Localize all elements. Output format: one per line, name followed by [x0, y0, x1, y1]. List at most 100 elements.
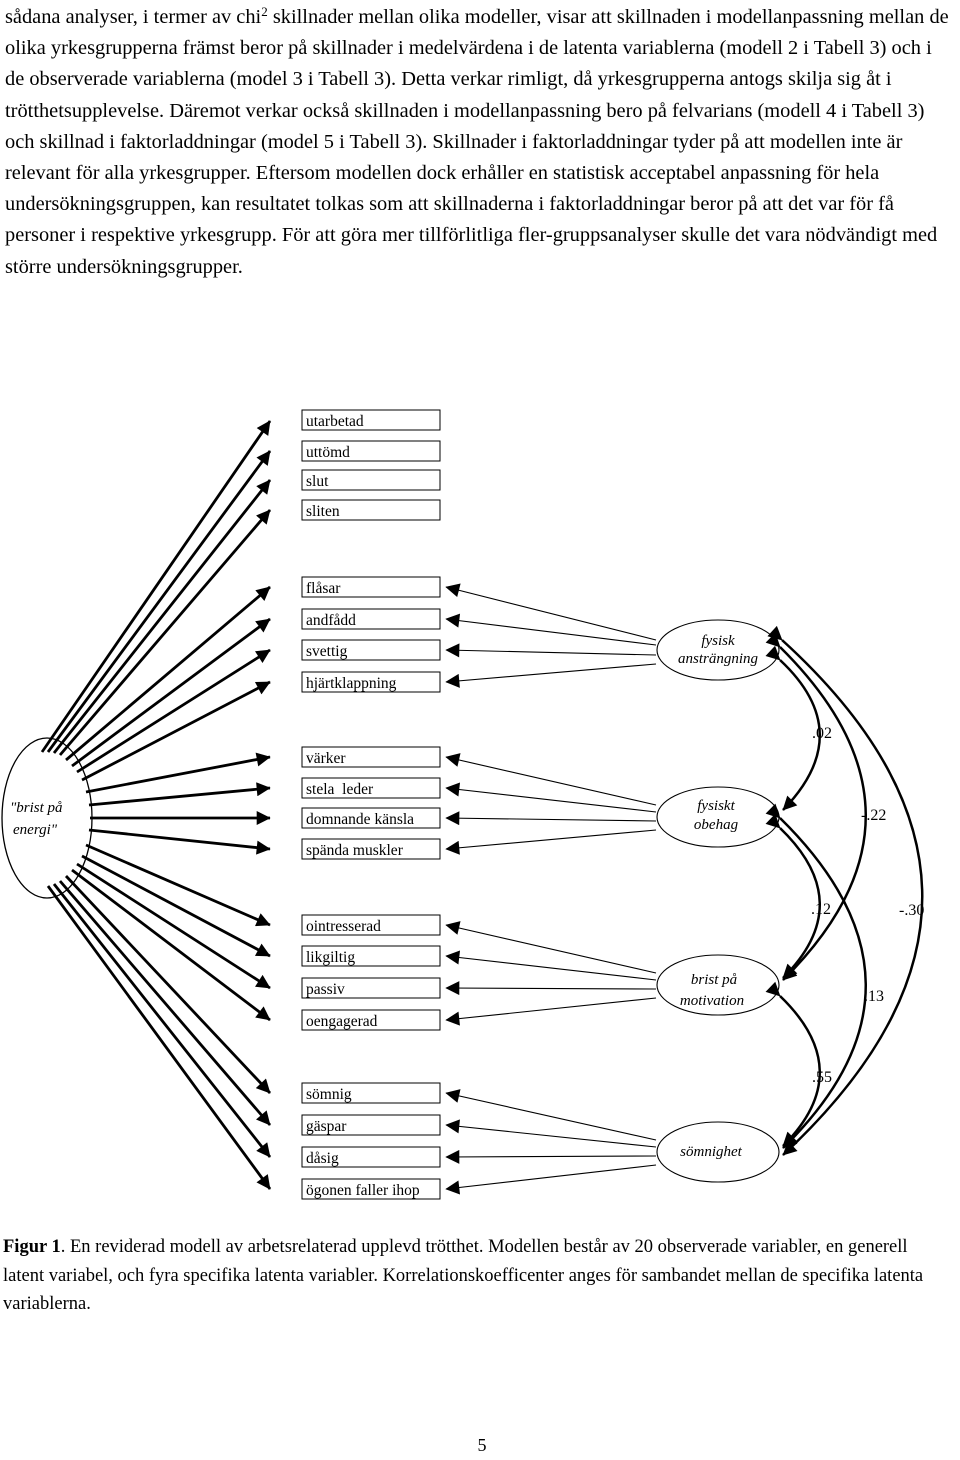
latent-label: brist på [691, 972, 737, 988]
indicator-label: utarbetad [306, 413, 364, 430]
caption-label: Figur 1 [3, 1237, 61, 1257]
loading-arrow-specific [445, 829, 657, 855]
latent-fysisk-anstrangning [656, 619, 780, 681]
loading-arrow-varker [85, 752, 271, 794]
caption-text: . En reviderad modell av arbetsrelaterad… [3, 1237, 924, 1314]
loading-arrow-specific [445, 981, 657, 996]
loading-arrow-specific [445, 663, 657, 688]
superscript-2: 2 [261, 4, 268, 19]
indicator-label: ointresserad [306, 918, 381, 935]
specific-factor-labels: fysisk ansträngning fysiskt obehag brist… [678, 633, 759, 1160]
page-number: 5 [477, 1435, 487, 1455]
loading-arrow-specific [445, 583, 657, 641]
indicator-box [301, 409, 441, 431]
correlation-curve-13 [765, 803, 867, 1149]
paragraph-start: sådana analyser, i termer av chi [5, 6, 262, 28]
latent-label: obehag [694, 817, 739, 833]
loading-arrow-slut [52, 479, 272, 754]
latent-label: sömnighet [680, 1144, 742, 1160]
indicator-box [301, 1178, 441, 1200]
indicator-label: ögonen faller ihop [306, 1182, 420, 1199]
indicator-label: flåsar [306, 580, 341, 597]
loading-arrow-gaspar [58, 880, 272, 1126]
indicator-label: hjärtklappning [306, 675, 397, 692]
indicator-label: sliten [306, 503, 340, 520]
general-loadings [40, 420, 272, 1190]
indicator-label: oengagerad [306, 1013, 378, 1030]
factor-model-diagram: "brist på energi" [1, 409, 924, 1200]
indicator-label: stela leder [306, 781, 374, 798]
loading-arrow-specific [445, 753, 657, 806]
general-factor-label-1: "brist på [10, 800, 63, 816]
loading-arrow-specific [445, 1119, 657, 1148]
indicator-box [301, 1114, 441, 1136]
indicator-labels: utarbetad uttömd slut sliten flåsar andf… [306, 413, 420, 1199]
loading-arrow-ointresserad [85, 843, 271, 927]
indicator-label: dåsig [306, 1150, 339, 1167]
indicator-label: värker [306, 750, 346, 767]
correlation-value: -.30 [899, 902, 924, 919]
loading-arrow-specific [445, 1089, 657, 1141]
general-factor-label-2: energi" [13, 822, 58, 838]
indicator-box [301, 671, 441, 693]
correlation-curve-minus22 [765, 632, 867, 981]
correlation-values: .02 -.22 .12 -.30 .13 .55 [811, 725, 924, 1086]
figure-caption: Figur 1. En reviderad modell av arbetsre… [3, 1233, 953, 1319]
loading-arrow-somnig [64, 875, 272, 1094]
indicator-label: gäspar [306, 1118, 347, 1135]
correlation-value: .55 [812, 1069, 832, 1086]
loading-arrow-specific [445, 811, 657, 826]
loading-arrow-specific [445, 643, 657, 658]
indicator-box [301, 576, 441, 598]
indicator-boxes [301, 409, 441, 1200]
correlation-value: -.22 [861, 807, 886, 824]
indicator-box [301, 639, 441, 661]
indicator-box [301, 499, 441, 521]
loading-arrow-specific [445, 950, 657, 981]
latent-label: fysiskt [697, 798, 735, 814]
latent-label: ansträngning [678, 651, 759, 667]
indicator-box [301, 746, 441, 768]
latent-label: motivation [680, 993, 744, 1009]
loading-arrow-specific [445, 921, 657, 974]
indicator-box [301, 914, 441, 936]
loading-arrow-oengagerad [71, 868, 271, 1022]
specific-factors [656, 619, 780, 1183]
correlation-value: .13 [864, 988, 884, 1005]
loading-arrow-uttomd [46, 450, 272, 753]
correlation-curve-minus30 [767, 625, 924, 1156]
indicator-label: spända muskler [306, 842, 404, 859]
indicator-box [301, 777, 441, 799]
loading-arrow-ogonen-faller-ihop [46, 885, 272, 1190]
indicator-box [301, 469, 441, 491]
indicator-box [301, 945, 441, 967]
loading-arrow-svettig [76, 648, 271, 774]
indicator-label: passiv [306, 981, 345, 998]
loading-arrow-passiv [76, 862, 271, 990]
loading-arrow-specific [445, 1149, 657, 1164]
loading-arrow-specific [445, 997, 657, 1026]
loading-arrow-andfadd [71, 617, 271, 768]
correlation-value: .02 [812, 725, 832, 742]
loading-arrow-sliten [58, 509, 272, 756]
indicator-label: andfådd [306, 612, 356, 629]
loading-arrow-stela-leder [88, 782, 271, 807]
indicator-box [301, 1082, 441, 1104]
specific-loadings [445, 583, 657, 1195]
correlation-curves [765, 625, 924, 1156]
indicator-label: likgiltig [306, 949, 355, 966]
loading-arrow-specific [445, 1164, 657, 1195]
indicator-label: uttömd [306, 444, 350, 461]
indicator-box [301, 440, 441, 462]
indicator-box [301, 608, 441, 630]
body-paragraph: sådana analyser, i termer av chi2 skilln… [5, 2, 955, 283]
correlation-value: .12 [811, 901, 831, 918]
indicator-box [301, 1009, 441, 1031]
paragraph-rest: skillnader mellan olika modeller, visar … [5, 6, 949, 278]
loading-arrow-specific [445, 613, 657, 646]
indicator-box [301, 977, 441, 999]
indicator-label: domnande känsla [306, 811, 414, 828]
indicator-box [301, 807, 441, 829]
indicator-box [301, 1146, 441, 1168]
loading-arrow-specific [445, 782, 657, 813]
